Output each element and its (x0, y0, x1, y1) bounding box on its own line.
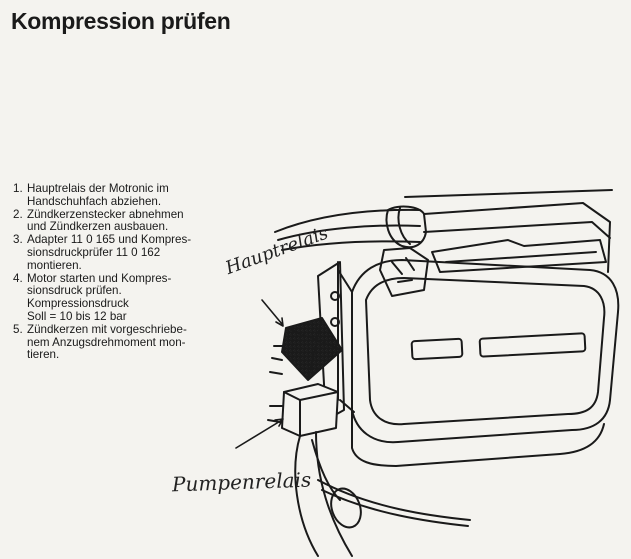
instruction-step: 4. Motor starten und Kompres- sionsdruck… (13, 271, 238, 324)
step-text-line: sionsdruckprüfer 11 0 162 (27, 245, 161, 259)
cable-clamp (385, 205, 427, 249)
cable-bundle (274, 208, 421, 251)
side-bracket (317, 261, 345, 421)
step-text-line: und Zündkerzen ausbauen. (27, 220, 169, 234)
pump-relay (267, 383, 339, 437)
step-text-line: Kompressionsdruck (27, 297, 129, 311)
step-text-line: Handschuhfach abziehen. (27, 194, 162, 208)
step-number: 4. (13, 271, 23, 285)
page-title: Kompression prüfen (11, 8, 231, 34)
step-number: 5. (13, 322, 23, 336)
instruction-step: 3. Adapter 11 0 165 und Kompres- sionsdr… (13, 233, 238, 272)
instruction-step: 5. Zündkerzen mit vorgeschriebe- nem Anz… (13, 322, 238, 362)
step-number: 3. (13, 233, 23, 247)
step-text-line: Adapter 11 0 165 und Kompres- (27, 233, 192, 247)
step-text-line: sionsdruck prüfen. (27, 284, 122, 298)
relay-box-illustration (235, 189, 620, 557)
instruction-step: 1. Hauptrelais der Motronic im Handschuh… (13, 182, 238, 209)
instruction-list: 1. Hauptrelais der Motronic im Handschuh… (13, 182, 238, 362)
main-relay (269, 317, 343, 381)
pump-wire (317, 479, 471, 527)
step-text-line: Soll = 10 bis 12 bar (27, 309, 127, 323)
step-text-line: Zündkerzenstecker abnehmen (27, 207, 184, 221)
relay-box-housing (337, 259, 620, 467)
step-text-line: Zündkerzen mit vorgeschriebe- (27, 322, 187, 336)
wire-loop (330, 487, 362, 529)
housing-slot (478, 332, 587, 358)
pump-relay-label: Pumpenrelais (171, 467, 312, 497)
step-number: 1. (13, 182, 23, 195)
top-edge-line (404, 189, 613, 198)
wire-harness (294, 431, 353, 557)
step-text-line: Motor starten und Kompres- (27, 271, 172, 285)
step-text-line: Hauptrelais der Motronic im (27, 182, 169, 195)
housing-slot (410, 337, 464, 361)
label-arrow-main (261, 299, 284, 327)
step-text-line: tieren. (27, 348, 60, 362)
instruction-step: 2. Zündkerzenstecker abnehmen und Zündke… (13, 207, 238, 235)
step-text-line: montieren. (27, 258, 82, 272)
step-text-line: nem Anzugsdrehmoment mon- (27, 335, 186, 349)
label-arrow-pump (235, 418, 284, 449)
top-connector (379, 239, 607, 297)
step-number: 2. (13, 207, 23, 221)
housing-top-ridge (423, 202, 611, 273)
